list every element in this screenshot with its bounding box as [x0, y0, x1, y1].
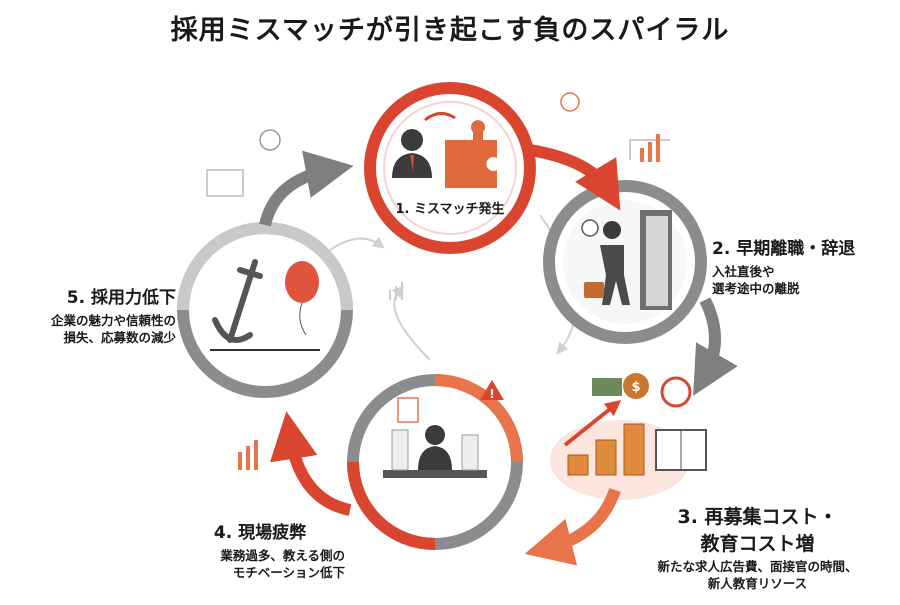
step-2-label: 2. 早期離職・辞退 入社直後や 選考途中の離脱 — [712, 234, 855, 297]
arrow-2-to-3 — [693, 297, 738, 396]
circle-burnout: ! — [347, 374, 523, 550]
arrow-3-to-4 — [524, 487, 621, 566]
step-3-heading-line-2: 教育コスト増 — [700, 533, 815, 555]
step-5-heading: 5. 採用力低下 — [66, 288, 176, 308]
circle-early-leave — [543, 180, 707, 344]
balloon-icon — [285, 261, 319, 303]
document-icon — [397, 397, 419, 423]
arrow-5-to-1 — [259, 150, 354, 227]
step-2-desc-line-1: 入社直後や — [712, 264, 775, 279]
bar-chart-icon — [238, 440, 258, 470]
document-icon — [206, 169, 244, 197]
person-icon — [401, 129, 423, 151]
step-4-heading: 4. 現場疲弊 — [213, 523, 307, 543]
step-3-desc-line-2: 新人教育リソース — [707, 576, 808, 591]
step-3-desc-line-1: 新たな求人広告費、面接官の時間、 — [657, 559, 858, 574]
step-2-desc-line-2: 選考途中の離脱 — [712, 281, 800, 296]
arrow-4-to-5 — [269, 411, 352, 516]
svg-text:!: ! — [489, 387, 494, 401]
step-5-desc-line-1: 企業の魅力や信頼性の — [50, 313, 176, 328]
gear-icon — [259, 129, 281, 151]
faint-arrow — [329, 236, 385, 251]
bar-chart-icon — [640, 134, 660, 162]
money-icon — [592, 378, 622, 396]
step-3-label: 3. 再募集コスト・ 教育コスト増 新たな求人広告費、面接官の時間、 新人教育リ… — [615, 502, 900, 592]
briefcase-icon — [584, 282, 604, 298]
cost-illustration: $ — [550, 373, 707, 500]
step-2-heading: 2. 早期離職・辞退 — [712, 239, 856, 259]
warning-icon — [480, 380, 504, 400]
step-5-label: 5. 採用力低下 企業の魅力や信頼性の 損失、応募数の減少 — [10, 283, 176, 346]
clock-icon — [660, 376, 692, 408]
step-4-desc-line-1: 業務過多、教える側の — [220, 548, 345, 563]
step-3-heading-line-1: 3. 再募集コスト・ — [677, 506, 838, 528]
step-1-heading: 1. ミスマッチ発生 — [395, 202, 505, 217]
arrow-1-to-2 — [528, 144, 621, 211]
circle-mismatch — [364, 82, 536, 254]
svg-text:$: $ — [631, 380, 640, 395]
gear-icon — [560, 92, 580, 112]
stressed-person-icon — [425, 425, 445, 445]
puzzle-icon — [445, 120, 497, 188]
coin-stacks-icon — [567, 423, 645, 476]
step-5-desc-line-2: 損失、応募数の減少 — [63, 330, 176, 345]
person-icon — [603, 221, 621, 239]
desk-icon — [383, 470, 487, 478]
step-4-label: 4. 現場疲弊 業務過多、教える側の モチベーション低下 — [175, 518, 345, 581]
circle-hiring-power — [177, 222, 353, 398]
clock-icon — [581, 219, 599, 237]
money-bag-icon — [623, 373, 649, 399]
faint-arrow — [391, 285, 431, 361]
page-title: 採用ミスマッチが引き起こす負のスパイラル — [170, 15, 730, 46]
growth-arrow-icon — [563, 400, 622, 447]
anchor-icon — [212, 259, 263, 343]
step-4-desc-line-2: モチベーション低下 — [232, 565, 345, 580]
